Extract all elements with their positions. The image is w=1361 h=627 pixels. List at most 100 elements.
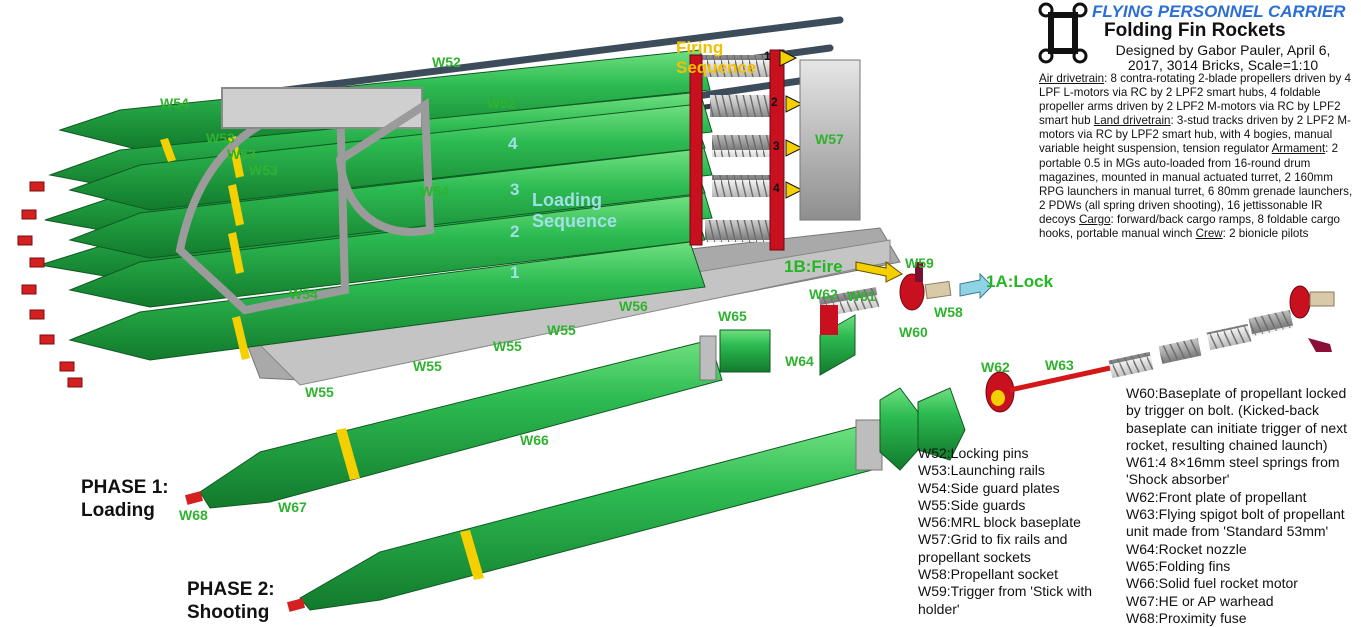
designer-line-2: 2017, 3014 Bricks, Scale=1:10 — [1127, 57, 1319, 73]
firing-sequence-line1: Firing — [676, 38, 724, 57]
part-label-w52: W52 — [487, 95, 516, 111]
part-label-w55: W55 — [305, 384, 334, 400]
part-label-w57: W57 — [815, 131, 844, 147]
legend-item: W67:HE or AP warhead — [1126, 592, 1274, 609]
quad-rotor-logo-icon — [1038, 2, 1088, 64]
part-label-w59: W59 — [905, 255, 934, 271]
part-label-w65: W65 — [718, 308, 747, 324]
legend-item: W61:4 8×16mm steel springs from — [1126, 454, 1340, 471]
spigot-bolt-parts — [985, 285, 1335, 413]
spec-description: Air drivetrain: 8 contra-rotating 2-blad… — [1039, 72, 1361, 241]
part-label-w55: W55 — [493, 338, 522, 354]
legend-item: 'Shock absorber' — [1126, 471, 1230, 488]
part-label-w54: W54 — [420, 183, 449, 199]
part-label-w67: W67 — [278, 499, 307, 515]
legend-item: W53:Launching rails — [918, 462, 1045, 479]
cargo-text: : forward/back cargo ramps, 8 foldable c… — [1039, 212, 1340, 241]
loading-number: 4 — [508, 134, 518, 153]
part-label-w63: W63 — [1045, 357, 1074, 373]
legend-item: W52:Locking pins — [918, 445, 1029, 461]
legend-item: W68:Proximity fuse — [1126, 609, 1247, 626]
firing-sequence-line2: Sequence — [676, 58, 757, 77]
legend-item: propellant sockets — [918, 548, 1031, 565]
firing-sequence-label: Firing Sequence — [676, 38, 756, 78]
legend-item: W55:Side guards — [918, 496, 1026, 513]
phase2-line2: Shooting — [187, 602, 270, 623]
legend-item: rocket, resulting chained launch) — [1126, 436, 1328, 453]
legend-item: W56:MRL block baseplate — [918, 514, 1081, 531]
armament-text: : 2 portable 0.5 in MGs auto-loaded from… — [1039, 142, 1353, 226]
loading-number: 1 — [510, 263, 520, 282]
legend-item: unit made from 'Standard 53mm' — [1126, 523, 1329, 540]
land-drivetrain-text: : 3-stud tracks driven by 2 LPF2 M-motor… — [1039, 114, 1351, 156]
firing-number: 4 — [773, 181, 780, 195]
loading-sequence-label: Loading Sequence — [532, 190, 617, 232]
part-label-w60: W60 — [899, 324, 928, 340]
phase1-rocket — [184, 335, 723, 509]
loading-number: 2 — [510, 222, 520, 241]
proximity-fuses — [17, 181, 83, 388]
part-label-w55: W55 — [413, 358, 442, 374]
phase1-line2: Loading — [81, 500, 155, 521]
propellant-sockets — [689, 49, 804, 251]
legend-item: baseplate can initiate trigger of next — [1126, 419, 1348, 436]
fire-action-label: 1B:Fire — [784, 257, 843, 276]
designer-line-1: Designed by Gabor Pauler, April 6, — [1115, 42, 1331, 58]
legend-left: W52:Locking pins W53:Launching rails W54… — [918, 445, 1092, 618]
legend-item: W57:Grid to fix rails and — [918, 531, 1068, 548]
legend-item: W66:Solid fuel rocket motor — [1126, 575, 1298, 592]
loading-sequence-line2: Sequence — [532, 211, 618, 231]
fire-arrow — [855, 261, 903, 283]
armament-label: Armament — [1271, 142, 1326, 156]
legend-right: W60:Baseplate of propellant locked by tr… — [1126, 385, 1347, 627]
part-label-w58: W58 — [934, 304, 963, 320]
firing-number: 3 — [773, 139, 780, 153]
part-label-w53: W53 — [227, 146, 256, 162]
phase2-label: PHASE 2: Shooting — [187, 578, 275, 624]
phase1-line1: PHASE 1: — [81, 477, 169, 498]
part-label-w61: W61 — [847, 288, 876, 304]
lock-action-label: 1A:Lock — [986, 272, 1054, 291]
legend-item: W54:Side guard plates — [918, 479, 1060, 496]
header-title: FLYING PERSONNEL CARRIER — [1092, 2, 1346, 21]
part-label-w56: W56 — [619, 298, 648, 314]
legend-item: W58:Propellant socket — [918, 566, 1059, 583]
crew-label: Crew — [1195, 227, 1223, 241]
loading-number: 3 — [510, 180, 520, 199]
part-label-w53: W53 — [206, 130, 235, 146]
legend-item: holder' — [918, 600, 960, 617]
part-label-w54: W54 — [289, 286, 318, 302]
loading-sequence-line1: Loading — [532, 190, 602, 210]
part-label-w54: W54 — [160, 95, 189, 111]
legend-item: W62:Front plate of propellant — [1126, 488, 1307, 505]
rail-grid — [799, 59, 861, 221]
header-subtitle: Folding Fin Rockets — [1104, 20, 1286, 41]
phase1-label: PHASE 1: Loading — [81, 476, 169, 522]
exploded-propellant-unit — [719, 262, 952, 376]
part-label-w52: W52 — [432, 54, 461, 70]
part-label-w62: W62 — [981, 359, 1010, 375]
land-drivetrain-label: Land drivetrain — [1093, 114, 1171, 128]
firing-number: 2 — [771, 95, 778, 109]
legend-item: by trigger on bolt. (Kicked-back — [1126, 402, 1319, 419]
legend-item: W65:Folding fins — [1126, 557, 1231, 574]
part-label-w55: W55 — [547, 322, 576, 338]
part-label-w62: W62 — [809, 286, 838, 302]
air-drivetrain-text: : 8 contra-rotating 2-blade propellers d… — [1039, 72, 1351, 128]
air-drivetrain-label: Air drivetrain — [1039, 72, 1105, 85]
part-label-w64: W64 — [785, 353, 814, 369]
firing-number: 1 — [764, 49, 771, 63]
firing-arrows — [779, 49, 804, 199]
crew-text: : 2 bionicle pilots — [1222, 227, 1309, 241]
legend-item: W59:Trigger from 'Stick with — [918, 583, 1093, 600]
lock-arrow — [959, 272, 993, 300]
cargo-label: Cargo — [1078, 212, 1111, 226]
part-label-w66: W66 — [520, 432, 549, 448]
rocket-row-front — [68, 104, 706, 361]
legend-item: W64:Rocket nozzle — [1126, 540, 1247, 557]
part-label-w68: W68 — [179, 507, 208, 523]
part-label-w53: W53 — [249, 162, 278, 178]
legend-item: W63:Flying spigot bolt of propellant — [1126, 506, 1345, 523]
phase2-line1: PHASE 2: — [187, 579, 275, 600]
